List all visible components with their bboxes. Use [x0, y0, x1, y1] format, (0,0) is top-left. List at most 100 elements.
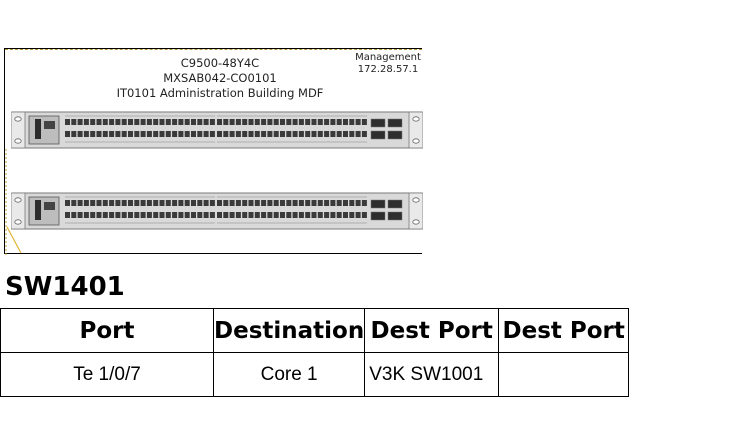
sfp-port: [209, 131, 215, 137]
sfp-port: [261, 119, 267, 125]
sfp-port: [242, 131, 248, 137]
sfp-port: [311, 119, 317, 125]
cell-dest-port-2: [498, 352, 630, 397]
console-port: [35, 119, 41, 139]
sfp-port: [292, 212, 298, 218]
sfp-port: [361, 200, 367, 206]
sfp-port: [361, 212, 367, 218]
sfp-port: [242, 119, 248, 125]
cell-port: Te 1/0/7: [0, 352, 214, 397]
sfp-port: [248, 131, 254, 137]
sfp-port: [324, 212, 330, 218]
sfp-port: [109, 212, 115, 218]
sfp-port: [235, 212, 241, 218]
sfp-port: [254, 119, 260, 125]
table-header-row: Port Destination Dest Port Dest Port: [0, 308, 630, 353]
management-module: [28, 196, 60, 226]
usb-port: [44, 121, 55, 129]
sfp-port: [178, 212, 184, 218]
sfp-port: [140, 131, 146, 137]
rack-screw-hole: [14, 197, 22, 203]
sfp-port: [134, 212, 140, 218]
sfp-port: [267, 200, 273, 206]
sfp-port: [292, 131, 298, 137]
sfp-port: [217, 200, 222, 206]
sfp-port: [65, 200, 70, 206]
sfp-port: [191, 212, 196, 218]
sfp-port: [165, 200, 171, 206]
console-port: [35, 200, 41, 220]
sfp-port: [235, 131, 241, 137]
sfp-port: [178, 119, 184, 125]
sfp-port: [159, 119, 165, 125]
sfp-port: [153, 200, 159, 206]
sfp-port: [77, 212, 83, 218]
sfp-port: [305, 212, 311, 218]
sfp-port: [223, 131, 229, 137]
sfp-port: [229, 200, 235, 206]
header-destination: Destination: [212, 308, 366, 353]
sfp-port: [102, 212, 108, 218]
sfp-port: [140, 119, 146, 125]
sfp-port: [361, 119, 367, 125]
qsfp-uplink-port: [387, 199, 403, 209]
sfp-port: [178, 200, 184, 206]
sfp-port: [229, 119, 235, 125]
sfp-port: [317, 212, 323, 218]
sfp-port: [209, 212, 215, 218]
sfp-port: [292, 200, 298, 206]
sfp-port: [197, 212, 203, 218]
sfp-port: [286, 200, 292, 206]
sfp-port: [90, 119, 96, 125]
management-module: [28, 115, 60, 145]
sfp-port: [83, 119, 89, 125]
sfp-port: [305, 119, 311, 125]
sfp-port: [242, 212, 248, 218]
sfp-port: [267, 119, 273, 125]
sfp-port: [217, 131, 222, 137]
switch-hostname: MXSAB042-CO0101: [163, 71, 277, 85]
sfp-port: [128, 131, 133, 137]
sfp-port: [102, 131, 108, 137]
switch-chassis-1: [11, 111, 423, 149]
qsfp-uplink-port: [387, 130, 403, 140]
sfp-port: [324, 200, 330, 206]
sfp-port: [134, 131, 140, 137]
sfp-port: [336, 119, 342, 125]
sfp-port: [191, 119, 196, 125]
sfp-port: [115, 131, 121, 137]
sfp-port: [349, 212, 355, 218]
sfp-port: [146, 212, 152, 218]
sfp-port: [330, 119, 336, 125]
sfp-port: [298, 119, 304, 125]
sfp-port: [83, 212, 89, 218]
sfp-port: [83, 131, 89, 137]
sfp-port: [191, 200, 196, 206]
sfp-port: [90, 200, 96, 206]
sfp-port: [286, 119, 292, 125]
sfp-port: [203, 212, 209, 218]
sfp-port: [317, 131, 323, 137]
sfp-port: [273, 131, 279, 137]
sfp-port: [336, 200, 342, 206]
sfp-port: [191, 131, 196, 137]
rack-screw-hole: [412, 116, 420, 122]
sfp-port: [261, 200, 267, 206]
sfp-port: [96, 119, 102, 125]
sfp-port: [178, 131, 184, 137]
sfp-port: [286, 131, 292, 137]
sfp-port: [273, 212, 279, 218]
sfp-port: [153, 212, 159, 218]
sfp-port: [317, 200, 323, 206]
sfp-port: [235, 119, 241, 125]
chassis-body: [11, 111, 423, 149]
sfp-port: [83, 200, 89, 206]
sfp-port: [90, 212, 96, 218]
cell-dest-port: V3K SW1001: [364, 352, 500, 397]
sfp-port: [184, 131, 190, 137]
sfp-port: [159, 200, 165, 206]
sfp-port: [267, 131, 273, 137]
sfp-port: [203, 119, 209, 125]
sfp-port: [197, 119, 203, 125]
sfp-port: [121, 131, 127, 137]
